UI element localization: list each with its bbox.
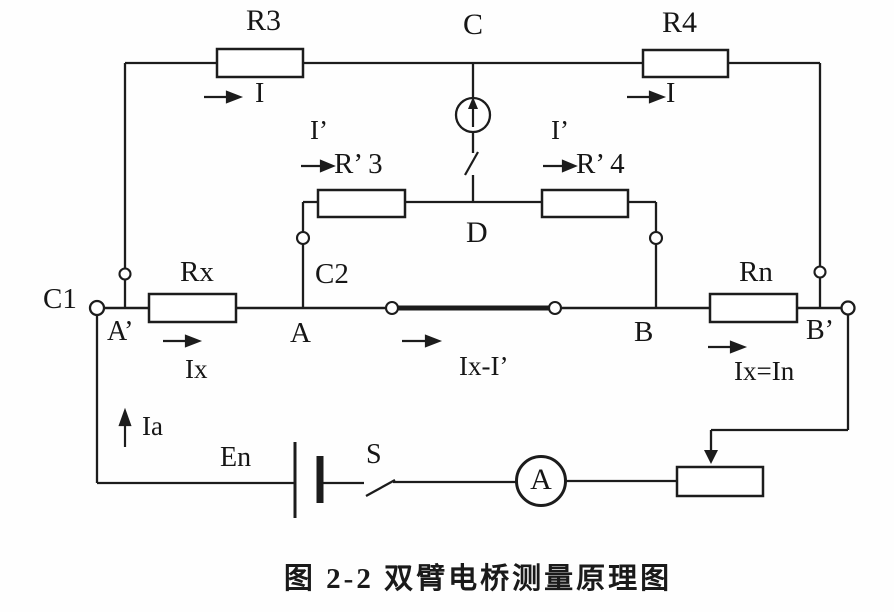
label-current-i-right: I [666,78,676,109]
resistor-r4 [641,48,730,79]
label-r-prime-3: R’ 3 [334,148,383,180]
label-node-a-prime: A’ [107,316,134,347]
switch-s-blade [365,478,396,498]
terminal-bar-left [384,300,400,316]
current-arrow-i-prime-left [301,159,336,173]
current-arrow-i-right [627,90,667,104]
galvanometer-switch-blade [464,151,479,176]
label-current-i-prime-right: I’ [551,115,569,145]
rheostat-wiper-arrow [704,430,718,464]
terminal-bridge-left [295,230,311,246]
label-r-prime-4: R’ 4 [576,148,625,180]
current-arrow-i-left [204,90,244,104]
node-c1-terminal [88,299,106,317]
terminal-bridge-right [648,230,664,246]
label-current-ix-minus-i-prime: Ix-I’ [459,351,509,381]
terminal-right-upper [813,265,827,279]
label-ammeter-a: A [530,463,552,496]
galvanometer-icon [454,96,492,134]
label-node-b-prime: B’ [806,315,834,346]
rheostat-box [675,465,765,498]
battery-icon [293,442,324,518]
label-current-ix: Ix [185,354,208,384]
resistor-r3 [215,47,305,79]
resistor-rn [708,292,799,324]
resistor-r-prime-3 [316,188,407,219]
label-current-ia: Ia [142,411,163,441]
label-terminal-c2: C2 [315,258,349,290]
resistor-r-prime-4 [540,188,630,219]
label-node-d: D [466,216,488,249]
label-node-a: A [290,317,311,349]
label-switch-s: S [366,439,382,470]
node-b-prime-terminal [840,300,856,316]
label-battery-en: En [220,442,252,473]
label-current-i-left: I [255,78,265,109]
label-rn: Rn [739,256,773,288]
resistor-rx [147,292,238,324]
current-arrow-ix-minus-i-prime [402,334,443,348]
label-current-ix-equals-in: Ix=In [734,356,795,386]
label-r4: R4 [662,6,698,39]
terminal-bar-right [547,300,563,316]
current-arrow-ix [163,334,203,348]
ammeter-icon [515,455,567,507]
label-node-c: C [463,8,484,41]
current-arrow-ia-up [118,407,132,447]
figure-caption: 图 2-2 双臂电桥测量原理图 [283,563,673,595]
terminal-left-upper [118,267,132,281]
label-r3: R3 [246,4,282,37]
current-arrow-i-prime-right [543,159,578,173]
label-node-b: B [634,316,654,348]
label-rx: Rx [180,256,214,288]
label-current-i-prime-left: I’ [310,115,328,145]
label-terminal-c1: C1 [43,283,77,315]
current-arrow-ix-equals-in [708,340,748,354]
